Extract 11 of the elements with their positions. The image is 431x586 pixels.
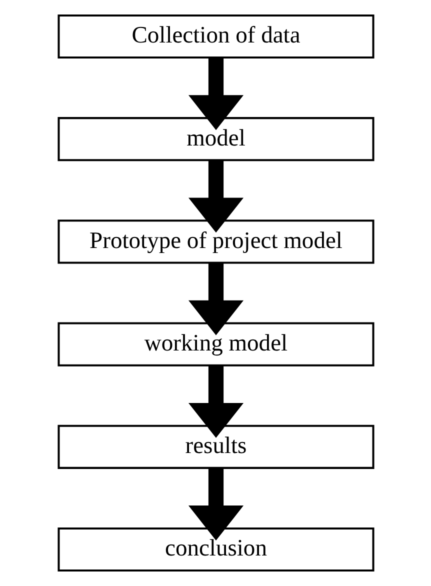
- arrow: [188, 58, 244, 130]
- node-box: conclusion: [57, 527, 374, 572]
- node-box: model: [57, 117, 374, 162]
- arrow: [188, 160, 244, 233]
- node-box: Prototype of project model: [57, 220, 374, 264]
- node-box: working model: [57, 322, 374, 366]
- arrow: [188, 366, 244, 438]
- arrow: [188, 468, 244, 540]
- node-box: results: [57, 424, 374, 469]
- node-box: Collection of data: [57, 14, 374, 59]
- arrow: [188, 263, 244, 336]
